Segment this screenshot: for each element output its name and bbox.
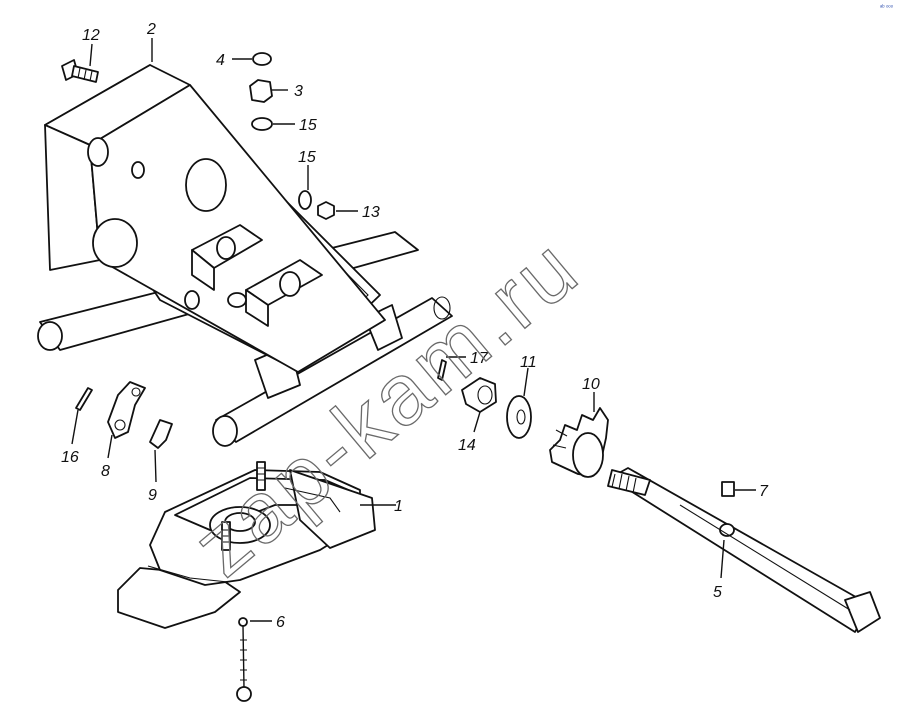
lower-bracket xyxy=(117,461,376,629)
pin xyxy=(721,481,735,497)
gear xyxy=(549,407,609,478)
rod xyxy=(236,617,252,702)
lever xyxy=(107,381,146,439)
castle-nut xyxy=(461,377,497,413)
callout-15a: 15 xyxy=(299,117,317,134)
washer-15a xyxy=(251,117,273,131)
callout-4: 4 xyxy=(216,52,225,69)
cotter-pin-17 xyxy=(437,359,447,381)
callout-5: 5 xyxy=(713,584,722,601)
leader-lines xyxy=(71,38,756,622)
callout-11: 11 xyxy=(520,354,537,371)
washer xyxy=(506,395,532,439)
callout-1: 1 xyxy=(394,498,403,515)
callout-7: 7 xyxy=(759,483,769,500)
callout-10: 10 xyxy=(582,376,600,393)
corner-mark: ᵃᵇ ᵒᵒᵒ xyxy=(880,4,894,11)
callout-8: 8 xyxy=(101,463,110,480)
nut-13 xyxy=(317,201,335,220)
spring-clip xyxy=(149,419,173,449)
nut xyxy=(249,79,273,103)
callout-9: 9 xyxy=(148,487,157,504)
callout-15b: 15 xyxy=(298,149,316,166)
callout-2: 2 xyxy=(146,21,156,38)
callout-labels: 1 2 3 4 5 6 7 8 9 10 11 12 13 14 15 15 1… xyxy=(61,21,769,631)
callout-3: 3 xyxy=(294,83,303,100)
washer-15b xyxy=(298,190,312,210)
cap xyxy=(252,52,272,66)
callout-13: 13 xyxy=(362,204,380,221)
bracket-assembly xyxy=(37,64,453,447)
callout-14: 14 xyxy=(458,437,476,454)
callout-6: 6 xyxy=(276,614,285,631)
shaft xyxy=(607,467,881,633)
callout-12: 12 xyxy=(82,27,100,44)
cotter-pin-16 xyxy=(75,387,93,411)
bolt xyxy=(61,59,99,83)
callout-16: 16 xyxy=(61,449,79,466)
callout-17: 17 xyxy=(470,350,489,367)
